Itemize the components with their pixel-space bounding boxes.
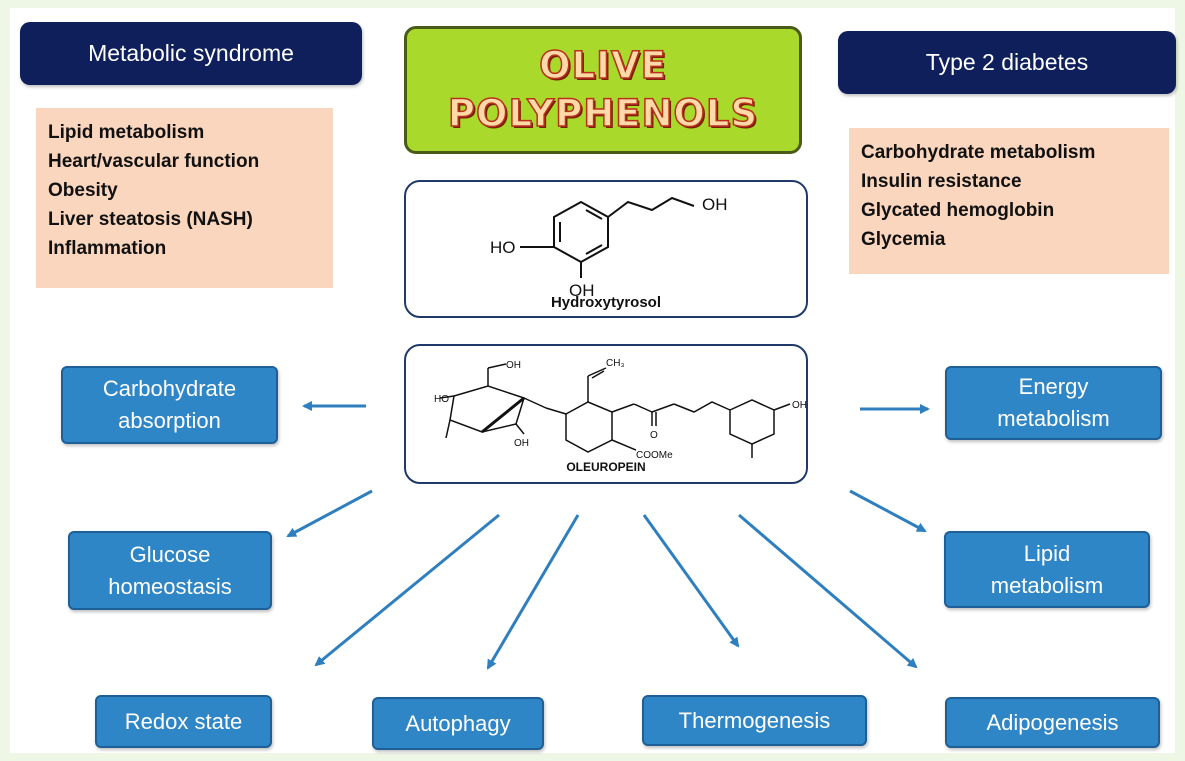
carbohydrate-absorption-line1: Carbohydrate [102,376,237,401]
hydroxytyrosol-box: OH HO OH Hydroxytyrosol [404,180,808,318]
list-item: Lipid metabolism [48,122,205,143]
energy-metabolism-box: Energy metabolism [945,366,1162,440]
arrow-thermogenesis [642,514,740,648]
redox-state-box: Redox state [95,695,272,748]
oleuropein-name: OLEUROPEIN [566,460,646,474]
thermogenesis-box: Thermogenesis [642,695,867,746]
energy-metabolism-line1: Energy [1018,374,1089,399]
oleuropein-oh-b-label: OH [514,438,529,449]
oleuropein-carbonyl-label: O [650,430,658,441]
arrow-lipid-metabolism [849,489,927,533]
list-item: Inflammation [48,238,167,259]
type2-diabetes-label: Type 2 diabetes [925,49,1089,75]
carbohydrate-absorption-line2: absorption [118,408,221,433]
lipid-metabolism-line1: Lipid [1023,540,1071,566]
list-item: Insulin resistance [861,171,1022,192]
redox-state-label: Redox state [124,708,243,734]
title-line-1: OLIVE [538,43,667,88]
oleuropein-box: HO OH OH CH₃ O COOMe OH OLEUROPEIN [404,344,808,484]
glucose-homeostasis-line2: homeostasis [108,573,232,599]
lipid-metabolism-box: Lipid metabolism [944,531,1150,608]
arrow-glucose-homeostasis [286,489,373,538]
oleuropein-oh-c-label: OH [792,400,806,411]
list-item: Carbohydrate metabolism [861,142,1096,163]
list-item: Heart/vascular function [48,151,260,172]
glucose-homeostasis-line1: Glucose [129,541,211,567]
metabolic-syndrome-label: Metabolic syndrome [88,40,294,66]
ho-label: HO [490,238,516,257]
list-item: Glycated hemoglobin [861,200,1055,221]
list-item: Obesity [48,180,118,201]
adipogenesis-box: Adipogenesis [945,697,1160,748]
oh-bottom-label: OH [569,281,595,300]
adipogenesis-label: Adipogenesis [986,709,1119,735]
oleuropein-ester-label: COOMe [636,450,673,461]
lipid-metabolism-line2: metabolism [990,572,1104,598]
type2-diabetes-list: Carbohydrate metabolism Insulin resistan… [849,128,1169,274]
carbohydrate-absorption-box: Carbohydrate absorption [61,366,278,444]
arrow-autophagy [486,514,580,670]
hydroxytyrosol-name: Hydroxytyrosol [550,294,662,311]
oleuropein-ho-label: HO [434,394,449,405]
glucose-homeostasis-box: Glucose homeostasis [68,531,272,610]
energy-metabolism-line2: metabolism [997,406,1110,431]
arrow-adipogenesis [738,513,918,669]
hydroxytyrosol-structure: OH HO OH [490,195,728,300]
olive-polyphenols-title: OLIVE POLYPHENOLS [404,26,802,154]
autophagy-box: Autophagy [372,697,544,750]
metabolic-syndrome-list: Lipid metabolism Heart/vascular function… [36,108,333,288]
title-line-2: POLYPHENOLS [447,91,759,136]
autophagy-label: Autophagy [405,710,511,736]
oleuropein-structure: HO OH OH CH₃ O COOMe OH [434,358,807,461]
oh-chain-label: OH [702,195,728,214]
list-item: Glycemia [861,229,946,250]
thermogenesis-label: Thermogenesis [678,707,831,733]
type2-diabetes-header: Type 2 diabetes [838,31,1176,94]
metabolic-syndrome-header: Metabolic syndrome [20,22,362,85]
oleuropein-ch3-label: CH₃ [606,358,625,369]
arrow-redox-state [314,513,500,667]
oleuropein-oh-a-label: OH [506,360,521,371]
list-item: Liver steatosis (NASH) [48,209,253,230]
